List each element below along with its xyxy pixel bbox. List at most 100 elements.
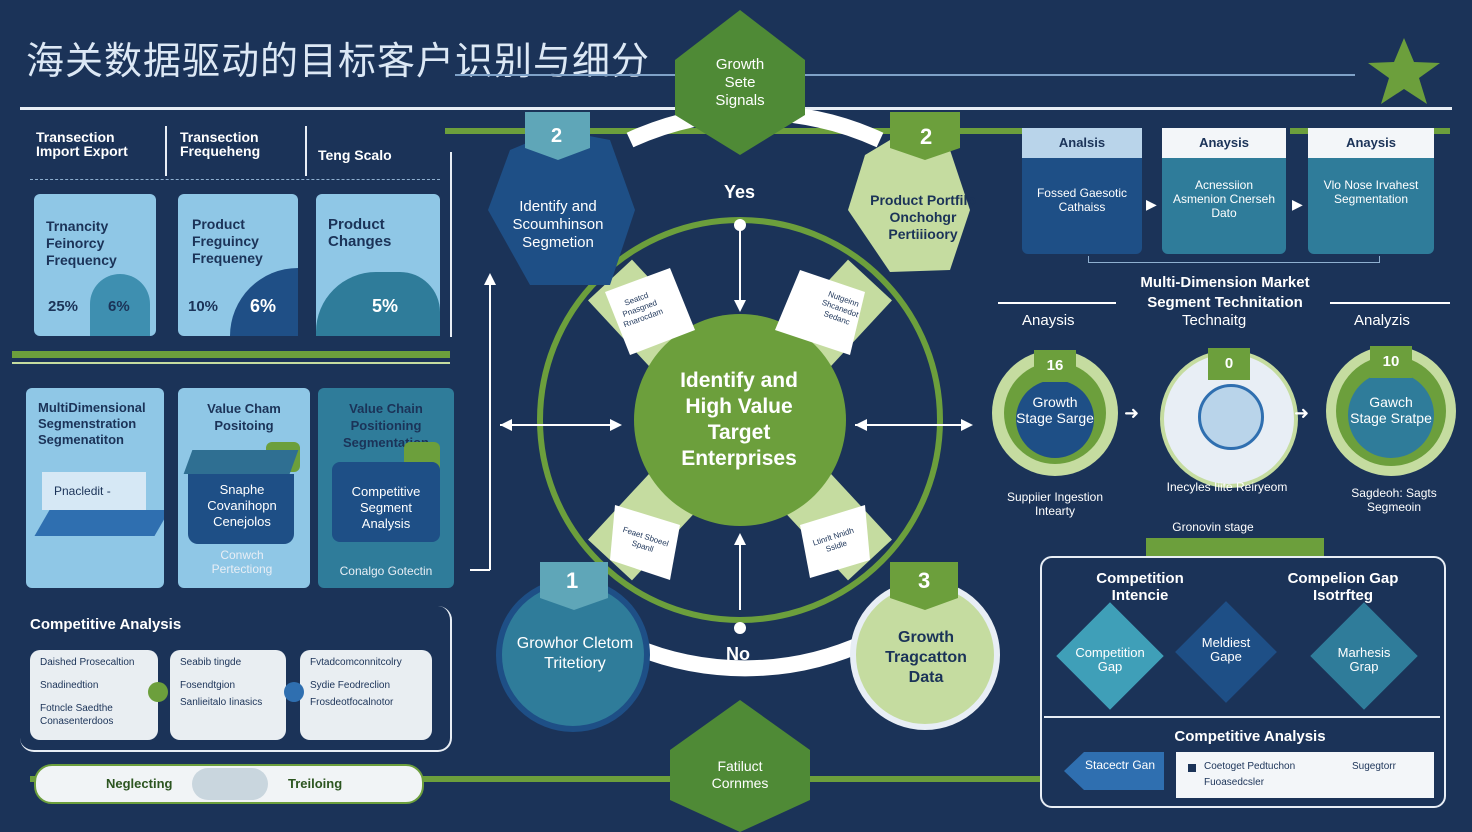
left-top-panel: Transection Import Export Transection Fr… bbox=[20, 122, 455, 342]
green-divider bbox=[12, 351, 450, 358]
diamond-label: Meldiest Gape bbox=[1201, 635, 1251, 664]
no-label: No bbox=[726, 644, 750, 664]
toggle-switch[interactable]: Neglecting Treiloing bbox=[34, 764, 424, 804]
gap-item: Coetoget Pedtuchon bbox=[1204, 761, 1296, 772]
competitive-group-2: Seabib tingde Fosendtgion Sanlieitalo Ii… bbox=[170, 650, 286, 740]
bl-badge bbox=[540, 562, 608, 610]
toggle-right-label: Treiloing bbox=[288, 776, 343, 791]
group-item: Fotncle Saedthe Conasenterdoos bbox=[40, 703, 114, 727]
diamond-label: Marhesis Grap bbox=[1337, 645, 1391, 674]
doc-value: 10% bbox=[188, 298, 219, 315]
arrowhead bbox=[734, 533, 746, 545]
tag bbox=[775, 270, 865, 355]
competitive-group-1: Daished Prosecaltion Snadinedtion Fotncl… bbox=[30, 650, 158, 740]
circle-label: Analyzis bbox=[1354, 312, 1410, 329]
growth-circle-3: Gawch Stage Sratpe 10 bbox=[1326, 346, 1456, 476]
circle-foot: Inecyles Iiite Reiryeom bbox=[1166, 480, 1288, 494]
doc-card-3: Product Changes 5% bbox=[316, 194, 440, 336]
doc-card-2: Product Freguincy Frequeney 10% 6% bbox=[178, 194, 298, 336]
growth-stage-label: Gronovin stage bbox=[1172, 520, 1254, 534]
segmentation-card: MultiDimensional Segmenstration Segmenat… bbox=[26, 388, 164, 588]
toggle-left-label: Neglecting bbox=[106, 776, 173, 791]
cube-box bbox=[188, 474, 294, 544]
group-item: Daished Prosecaltion bbox=[40, 657, 135, 668]
value-chain-card: Value Cham Positoing Snaphe Covanihopn C… bbox=[178, 388, 310, 588]
vline bbox=[450, 152, 452, 337]
bottom-hexagon bbox=[670, 700, 810, 832]
bl-number: 1 bbox=[566, 568, 579, 593]
vline bbox=[305, 126, 307, 176]
left-hex-number: 2 bbox=[551, 125, 563, 147]
gap-subpanel bbox=[1044, 716, 1440, 718]
connector-dot bbox=[284, 682, 304, 702]
green-divider bbox=[12, 362, 450, 364]
card-box-text: Competitive Segment Analysis bbox=[351, 484, 421, 531]
gap-title-1: Competition Intencie bbox=[1096, 570, 1184, 604]
right-hex-label: Product Portfilo Onchohgr Pertiiioory bbox=[870, 192, 976, 242]
circle-foot: Sagdeoh: Sagts Segmeoin bbox=[1351, 486, 1437, 514]
globe-icon bbox=[1198, 384, 1264, 450]
bracket bbox=[1088, 256, 1380, 263]
header-frequency: Transection Frequeheng bbox=[180, 129, 261, 159]
group-item: Sanlieitalo Iinasics bbox=[180, 697, 263, 708]
card-header: Anaysis bbox=[1308, 128, 1434, 158]
connector-dot bbox=[148, 682, 168, 702]
slab bbox=[34, 510, 164, 536]
outer-ring bbox=[616, 632, 874, 677]
gap-item: Sugegtorr bbox=[1352, 761, 1396, 772]
yes-label: Yes bbox=[724, 182, 756, 202]
caption-line bbox=[1330, 302, 1450, 304]
analysis-card-3: Anaysis Vlo Nose Irvahest Segmentation bbox=[1308, 128, 1434, 254]
circle-badge: 0 bbox=[1208, 348, 1250, 380]
header-scale: Teng Scalo bbox=[318, 147, 392, 163]
tag bbox=[800, 505, 870, 578]
left-hex-label: Identify and Scoumhinson Segmetion bbox=[512, 198, 604, 251]
arrow-right-icon: ➜ bbox=[1294, 403, 1310, 423]
header-transaction: Transection Import Export bbox=[36, 129, 128, 159]
arrowhead bbox=[961, 419, 973, 431]
card-title: Value Cham Positoing bbox=[207, 401, 281, 433]
left-hexagon bbox=[488, 130, 635, 285]
competitive-title: Competitive Analysis bbox=[30, 616, 182, 633]
gap-arrow-label: Stacectr Gan bbox=[1084, 758, 1156, 772]
title-underline bbox=[455, 74, 1355, 76]
card-header: Anaysis bbox=[1162, 128, 1286, 158]
dot bbox=[734, 622, 746, 634]
doc-value: 6% bbox=[250, 296, 277, 316]
doc-value: 25% bbox=[48, 298, 79, 315]
card-text: Acnessiion Asmenion Cnerseh Dato bbox=[1172, 178, 1276, 220]
group-item: Sydie Feodreclion bbox=[310, 680, 391, 691]
tag bbox=[605, 268, 695, 355]
doc-value: 5% bbox=[372, 296, 399, 316]
doc-value: 6% bbox=[108, 298, 130, 315]
card-text: Fossed Gaesotic Cathaiss bbox=[1036, 186, 1128, 214]
hub bbox=[634, 314, 846, 526]
growth-circle-2: 0 bbox=[1160, 348, 1298, 488]
gap-panel bbox=[1040, 556, 1446, 808]
arrow-right-icon: ▶ bbox=[1292, 196, 1303, 212]
circle-text: Gawch Stage Sratpe bbox=[1350, 394, 1432, 426]
group-item: Snadinedtion bbox=[40, 680, 99, 691]
arrowhead bbox=[734, 300, 746, 312]
br-label: Growth Tragcatton Data bbox=[885, 629, 967, 686]
circle-label: Anaysis bbox=[1022, 312, 1075, 329]
gap-arrow-shape bbox=[1064, 752, 1164, 790]
vline bbox=[165, 126, 167, 176]
arrowhead bbox=[610, 419, 622, 431]
central-diagram bbox=[470, 10, 1000, 832]
top-hexagon bbox=[675, 10, 805, 155]
star-icon bbox=[1368, 38, 1440, 104]
circle-badge: 16 bbox=[1034, 350, 1076, 382]
card-text: Vlo Nose Irvahest Segmentation bbox=[1323, 178, 1419, 206]
header-separator bbox=[30, 179, 440, 180]
right-hex-number: 2 bbox=[920, 124, 933, 149]
right-hexagon bbox=[848, 140, 970, 272]
dot bbox=[734, 219, 746, 231]
doc-card-1: Trnancity Feinorcy Frequency 25% 6% bbox=[34, 194, 156, 336]
arrow-right-icon: ▶ bbox=[1146, 196, 1157, 212]
competitive-group-3: Fvtadcomconnitcolry Sydie Feodreclion Fr… bbox=[300, 650, 432, 740]
doc-label: Product Changes bbox=[328, 216, 392, 250]
analysis-card-2: Anaysis Acnessiion Asmenion Cnerseh Dato bbox=[1162, 128, 1286, 254]
arrowhead bbox=[500, 419, 512, 431]
gap-title-2: Compelion Gap Isotrfteg bbox=[1287, 570, 1399, 604]
